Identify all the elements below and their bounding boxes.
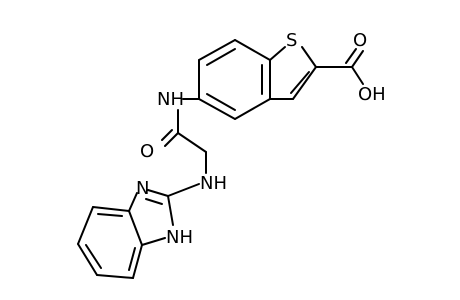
benzothiophene-benzo-ring xyxy=(198,39,271,120)
hydroxyl-label: OH xyxy=(358,84,386,105)
bond xyxy=(77,243,98,276)
bond xyxy=(141,237,166,246)
sulfur-atom-label: S xyxy=(286,30,297,51)
double-bond-inner xyxy=(128,247,136,271)
bond xyxy=(292,66,317,100)
double-bond-inner xyxy=(145,198,163,205)
bond xyxy=(132,244,143,279)
bond xyxy=(234,39,271,61)
double-bond-inner xyxy=(97,213,123,217)
carboxylic-acid-group xyxy=(315,48,364,85)
bond xyxy=(351,66,364,85)
bond xyxy=(164,132,179,147)
benzimidazole-imidazole-ring xyxy=(128,183,200,246)
bond xyxy=(351,50,364,68)
benzimidazole-benzo-ring xyxy=(77,206,143,279)
double-bond-inner xyxy=(85,244,102,269)
bond xyxy=(198,39,236,61)
bond xyxy=(269,46,286,61)
amide-oxygen-label: O xyxy=(140,141,154,162)
bond xyxy=(234,98,271,120)
amide-nh-label: NH xyxy=(157,89,184,110)
bond xyxy=(147,189,169,197)
double-bond-inner xyxy=(206,48,236,66)
amine-nh-label: NH xyxy=(200,173,227,194)
bond xyxy=(128,210,143,246)
bond xyxy=(177,132,207,153)
double-bond-inner xyxy=(206,93,236,111)
imidazole-nh-label: NH xyxy=(166,227,193,248)
bond xyxy=(128,192,138,212)
bond xyxy=(301,46,317,68)
bond xyxy=(96,274,134,279)
bond xyxy=(92,206,130,212)
double-bond-inner xyxy=(161,129,173,141)
bond xyxy=(167,183,200,197)
imidazole-n-label: N xyxy=(136,178,149,199)
acid-carbonyl-oxygen-label: O xyxy=(353,30,367,51)
double-bond-inner xyxy=(290,71,310,94)
benzothiophene-thiophene-ring xyxy=(269,46,317,100)
bond xyxy=(198,98,236,120)
bond xyxy=(167,195,174,226)
double-bond-inner xyxy=(345,48,357,64)
bond xyxy=(77,206,94,245)
amide-linker xyxy=(161,98,207,174)
